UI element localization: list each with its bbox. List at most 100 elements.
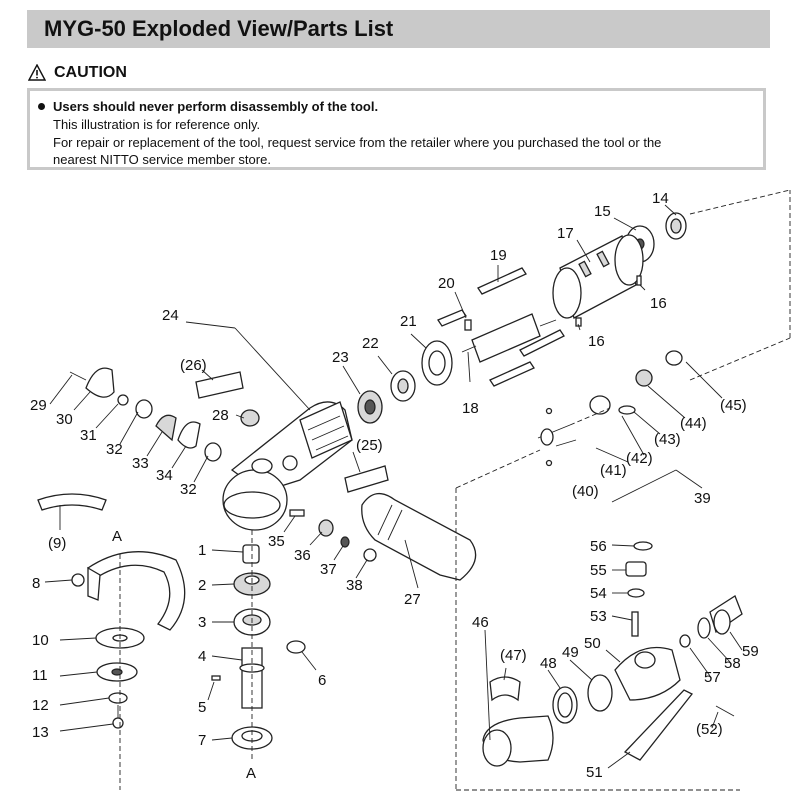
- label-56: 56: [590, 538, 607, 555]
- bearing-22: [390, 370, 416, 402]
- label-10: 10: [32, 632, 49, 649]
- label-7: 7: [198, 732, 206, 749]
- label-5: 5: [198, 699, 206, 716]
- label-44: (44): [680, 415, 707, 432]
- label-19: 19: [490, 247, 507, 264]
- label-53: 53: [590, 608, 607, 625]
- cylinder-17: [552, 234, 644, 319]
- label-49: 49: [562, 644, 579, 661]
- label-28: 28: [212, 407, 229, 424]
- label-33: 33: [132, 455, 149, 472]
- screw-13: [112, 705, 124, 729]
- exploded-view-diagram: 14 15 16 16 17 18 19 20 21 22 23 24 (26)…: [30, 189, 791, 791]
- label-29: 29: [30, 397, 47, 414]
- label-32b: 32: [180, 481, 197, 498]
- label-34: 34: [156, 467, 173, 484]
- label-12: 12: [32, 697, 49, 714]
- flange-11: [96, 662, 138, 682]
- blades-19: [437, 267, 565, 387]
- spring-pin-35: [289, 509, 305, 517]
- label-45: (45): [720, 397, 747, 414]
- dashed-guides: [119, 189, 791, 791]
- caution-line-2: This illustration is for reference only.: [53, 117, 261, 132]
- caution-title: CAUTION: [54, 64, 127, 81]
- label-55: 55: [590, 562, 607, 579]
- label-18: 18: [462, 400, 479, 417]
- plug-45: [665, 350, 683, 366]
- wheel-guard-8: [71, 551, 186, 631]
- label-37: 37: [320, 561, 337, 578]
- valve-body-50: [614, 646, 681, 701]
- gear-23: [357, 390, 383, 424]
- label-50: 50: [584, 635, 601, 652]
- label-32a: 32: [106, 441, 123, 458]
- label-57: 57: [704, 669, 721, 686]
- cover-30: [85, 367, 115, 398]
- label-2: 2: [198, 577, 206, 594]
- caution-box: Users should never perform disassembly o…: [27, 88, 766, 170]
- o-ring-57: [679, 634, 691, 648]
- bevel-gear-2: [233, 572, 271, 596]
- end-plate-21: [421, 340, 453, 386]
- label-27: 27: [404, 591, 421, 608]
- nut-38: [363, 548, 377, 562]
- nameplate-25: [344, 465, 389, 493]
- o-ring-42: [618, 405, 636, 415]
- label-20: 20: [438, 275, 455, 292]
- bushing-55: [625, 561, 647, 577]
- valve-stem-40: [537, 407, 571, 467]
- label-31: 31: [80, 427, 97, 444]
- key-20: [464, 319, 472, 331]
- label-46: 46: [472, 614, 489, 631]
- label-47: (47): [500, 647, 527, 664]
- warning-icon: [28, 64, 46, 81]
- key-5: [211, 675, 221, 681]
- label-38: 38: [346, 577, 363, 594]
- label-14: 14: [652, 190, 669, 207]
- washer-12: [108, 692, 128, 704]
- lock-button-28: [240, 409, 260, 427]
- title-bar: MYG-50 Exploded View/Parts List: [27, 10, 770, 48]
- page-title: MYG-50 Exploded View/Parts List: [44, 16, 394, 41]
- exhaust-cover-46: [482, 715, 554, 767]
- pin-52: [715, 705, 735, 717]
- label-26: (26): [180, 357, 207, 374]
- label-43: (43): [654, 431, 681, 448]
- o-ring-54: [627, 588, 645, 598]
- housing-24: [222, 401, 353, 531]
- label-39: 39: [694, 490, 711, 507]
- guide-plate-26: [195, 371, 244, 399]
- label-a-top: A: [112, 528, 122, 545]
- label-6: 6: [318, 672, 326, 689]
- label-1: 1: [198, 542, 206, 559]
- valve-41: [589, 395, 611, 415]
- o-ring-49: [587, 674, 613, 712]
- label-42: (42): [626, 450, 653, 467]
- label-41: (41): [600, 462, 627, 479]
- caution-line-3: For repair or replacement of the tool, r…: [53, 135, 662, 150]
- caution-heading: CAUTION: [28, 64, 127, 82]
- silencer-47: [489, 676, 521, 702]
- label-13: 13: [32, 724, 49, 741]
- label-a-bottom: A: [246, 765, 256, 782]
- label-54: 54: [590, 585, 607, 602]
- lever-51: [623, 689, 694, 761]
- plate-33: [155, 414, 177, 442]
- washer-32b: [204, 442, 222, 462]
- ring-48: [552, 686, 578, 724]
- label-22: 22: [362, 335, 379, 352]
- label-17: 17: [557, 225, 574, 242]
- label-30: 30: [56, 411, 73, 428]
- screw-29: [69, 371, 87, 381]
- washer-32a: [135, 399, 153, 419]
- sleeve-1: [242, 544, 260, 564]
- label-15: 15: [594, 203, 611, 220]
- label-48: 48: [540, 655, 557, 672]
- label-51: 51: [586, 764, 603, 781]
- label-11: 11: [32, 667, 48, 684]
- cover-34: [177, 421, 201, 449]
- inlet-59: [709, 595, 743, 635]
- caution-line-4: nearest NITTO service member store.: [53, 152, 271, 167]
- label-35: 35: [268, 533, 285, 550]
- part-labels: 14 15 16 16 17 18 19 20 21 22 23 24 (26)…: [30, 190, 759, 782]
